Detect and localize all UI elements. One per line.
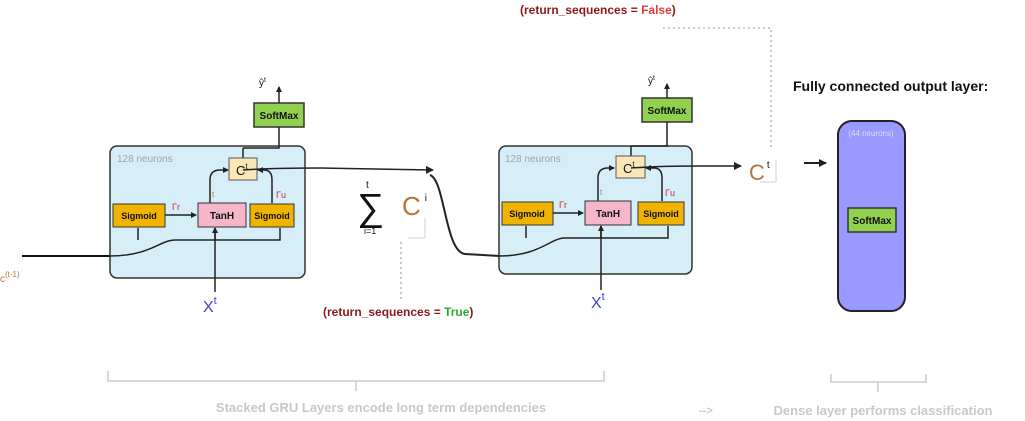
dense-layer: (44 neurons) SoftMax xyxy=(837,120,906,312)
dense-softmax-label: SoftMax xyxy=(853,216,892,227)
output-state-sup: t xyxy=(767,160,770,171)
gru-cell-2-sigmoid-r-label: Sigmoid xyxy=(509,209,545,219)
gru-cell-1-sigmoid-u-label: Sigmoid xyxy=(254,211,290,221)
sum-upper: t xyxy=(366,180,369,191)
gru-cell-1-state-base: C xyxy=(236,163,245,178)
output-layer-title: Fully connected output layer: xyxy=(793,78,988,94)
caption-arrow: --> xyxy=(699,405,713,417)
sum-state-base: C xyxy=(402,191,421,221)
gru-cell-1-gate-r: Γr xyxy=(172,202,180,212)
gru-cell-1-gate-u: Γu xyxy=(276,190,286,200)
gru-cell-1-sigmoid-r-label: Sigmoid xyxy=(121,211,157,221)
gru-cell-1-tanh xyxy=(197,202,247,228)
gru-cell-2-input-sup: t xyxy=(602,291,605,303)
prev-state-sup: (t-1) xyxy=(5,270,20,279)
caption-dense: Dense layer performs classification xyxy=(774,403,993,418)
gru-cell-1-state-label: Ct xyxy=(236,162,248,178)
gru-cell-1-output-label: ŷt xyxy=(259,77,266,89)
dense-softmax xyxy=(847,207,897,233)
middle-note-suffix: ) xyxy=(469,305,473,319)
note-value-false: False xyxy=(641,3,672,17)
gru-cell-2-output-sup: t xyxy=(653,75,655,82)
gru-cell-2-input-label: Xt xyxy=(591,291,605,312)
gru-cell-2-state-base: C xyxy=(623,161,632,176)
gru-cell-2-sigmoid-u xyxy=(637,201,685,226)
prev-state-label: c(t-1) xyxy=(0,270,20,285)
gru-cell-1-small-t: t xyxy=(212,190,215,199)
gru-cell-1-input-sup: t xyxy=(214,295,217,307)
middle-note-prefix: (return_sequences = xyxy=(323,305,444,319)
note-suffix: ) xyxy=(672,3,676,17)
cell1-to-sum-arrow xyxy=(242,165,434,174)
gru-cell-1-sigmoid-r xyxy=(112,203,166,228)
gru-cell-1-tanh-label: TanH xyxy=(210,211,234,222)
gru-cell-2-tanh xyxy=(584,200,632,226)
gru-cell-1-output-base: ŷ xyxy=(259,78,264,89)
return-sequences-false-note: (return_sequences = False) xyxy=(520,3,676,17)
gru-cell-2-output-base: ŷ xyxy=(648,76,653,87)
prev-state-base: c xyxy=(0,274,5,285)
gru-cell-1-state-sup: t xyxy=(245,162,248,171)
gru-cell-1-neurons: 128 neurons xyxy=(117,154,173,165)
gru-cell-1-to-softmax xyxy=(243,127,280,149)
middle-note-value-true: True xyxy=(444,305,470,319)
dotted-connector-top xyxy=(663,27,772,148)
gru-cell-2: 128 neurons Sigmoid TanH Sigmoid Ct Γr Γ… xyxy=(498,75,693,312)
gru-cell-1-softmax-label: SoftMax xyxy=(260,111,299,122)
sum-sigma: ∑ xyxy=(357,187,384,229)
return-sequences-true-note: (return_sequences = True) xyxy=(323,305,473,319)
dense-layer-neurons: (44 neurons) xyxy=(848,129,894,138)
gru-cell-2-gate-r: Γr xyxy=(559,200,567,210)
sum-state-sup: i xyxy=(425,193,427,204)
sum-to-cell2-path xyxy=(429,174,501,257)
gru-cell-1-tanh-to-ct xyxy=(209,167,229,203)
gru-cell-1: 128 neurons Sigmoid TanH Sigmoid Ct Γr Γ… xyxy=(109,77,306,316)
caption-stacked: Stacked GRU Layers encode long term depe… xyxy=(216,400,546,415)
output-state-base: C xyxy=(749,160,765,185)
gru-cell-2-sigmoid-r xyxy=(501,201,554,226)
note-prefix: (return_sequences = xyxy=(520,3,641,17)
gru-cell-2-tanh-to-ct xyxy=(597,165,615,201)
gru-cell-1-output-sup: t xyxy=(264,77,266,84)
gru-cell-2-gate-u: Γu xyxy=(665,188,675,198)
gru-cell-2-neurons: 128 neurons xyxy=(505,154,561,165)
gru-cell-2-softmax-label: SoftMax xyxy=(648,106,687,117)
gru-cell-1-sigmoid-u xyxy=(249,203,295,228)
gru-cell-2-bottom-path xyxy=(498,226,669,257)
gru-cell-1-input-label: Xt xyxy=(203,295,217,316)
gru-cell-2-sigmoid-u-label: Sigmoid xyxy=(643,209,679,219)
gru-cell-2-sigu-to-ct xyxy=(645,165,663,201)
sum-lower: i=1 xyxy=(364,226,376,236)
gru-cell-2-to-softmax xyxy=(631,122,668,147)
gru-cell-2-state-label: Ct xyxy=(623,160,635,176)
gru-cell-1-sigu-to-ct xyxy=(257,167,273,203)
gru-cell-2-tanh-label: TanH xyxy=(596,209,620,220)
gru-cell-2-input-base: X xyxy=(591,295,602,312)
gru-cell-2-state-sup: t xyxy=(632,160,635,169)
cell2-to-output-state-arrow xyxy=(630,162,742,170)
gru-cell-1-bottom-path xyxy=(109,228,281,257)
gru-cell-1-input-base: X xyxy=(203,299,214,316)
gru-cell-2-output-label: ŷt xyxy=(648,75,655,87)
gru-cell-2-small-t: t xyxy=(600,188,603,197)
dense-bracket xyxy=(830,374,927,392)
stacked-bracket xyxy=(107,371,605,391)
